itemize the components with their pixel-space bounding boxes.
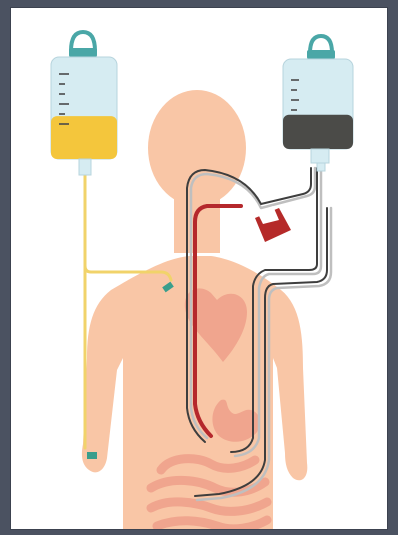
iv-bag-icon (51, 32, 117, 175)
cannula-icon (87, 452, 97, 459)
illustration-card (11, 8, 387, 529)
drainage-bag-icon (283, 36, 353, 171)
iv-line (85, 168, 171, 280)
medical-illustration (11, 8, 387, 529)
blood-bag-icon (255, 206, 291, 242)
